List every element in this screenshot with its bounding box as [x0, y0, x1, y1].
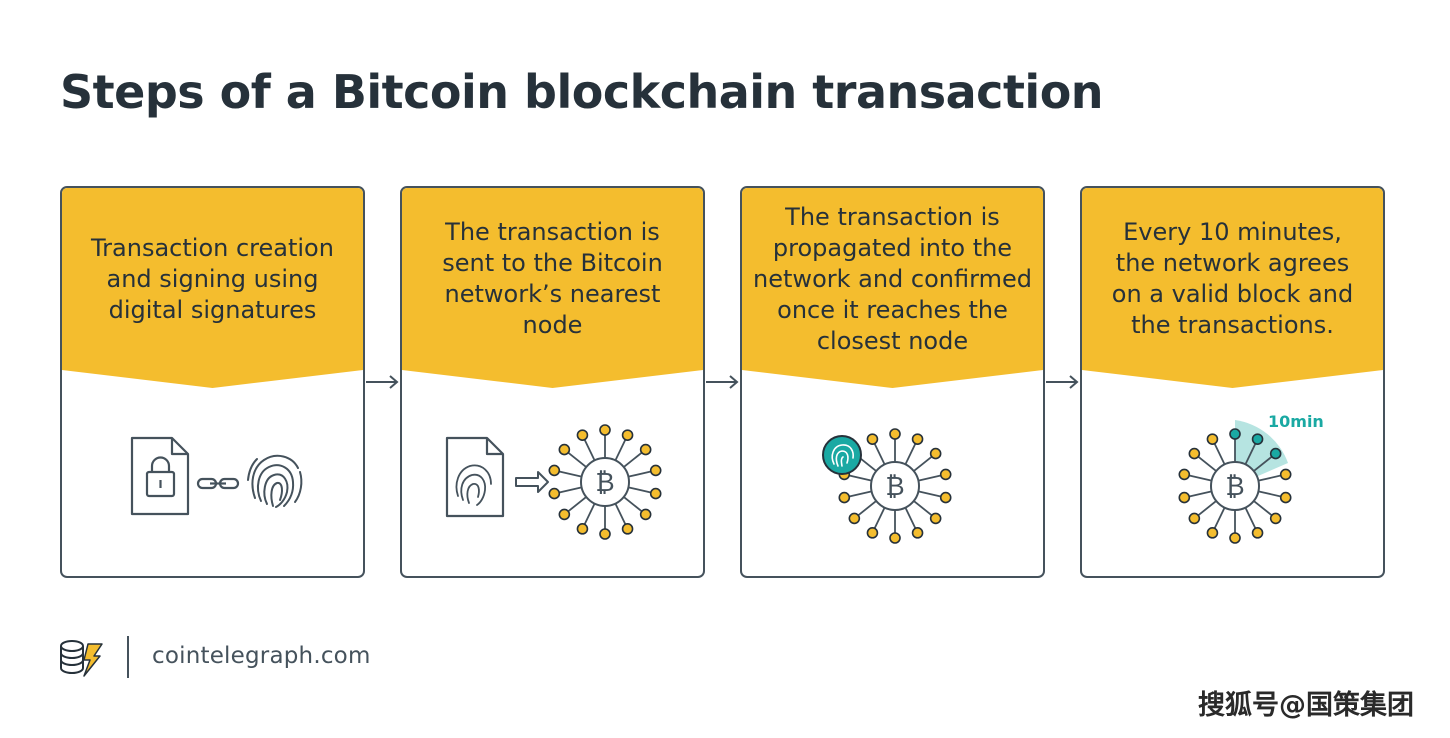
network-node — [866, 433, 879, 445]
bitcoin-hub — [1210, 461, 1260, 511]
step-1-illustration — [130, 436, 303, 516]
step-2-text: The transaction is sent to the Bitcoin n… — [442, 218, 663, 339]
network-node — [639, 508, 652, 521]
step-1-text: Transaction creation and signing using d… — [91, 233, 334, 324]
network-node — [621, 523, 634, 535]
bitcoin-hub — [870, 461, 920, 511]
chain-link-icon — [196, 477, 240, 490]
network-node — [1188, 447, 1201, 460]
right-arrow-icon — [515, 471, 549, 493]
network-node — [576, 523, 589, 535]
flow-arrow-3 — [1046, 375, 1079, 389]
watermark: 搜狐号@国策集团 — [1198, 690, 1414, 721]
fingerprint-document-icon — [445, 436, 505, 518]
step-card-2: The transaction is sent to the Bitcoin n… — [400, 186, 705, 578]
network-node — [1269, 512, 1282, 525]
network-node — [889, 532, 901, 544]
bitcoin-network-icon: ₿ — [548, 424, 662, 540]
network-node — [1251, 527, 1264, 539]
footer-site-link[interactable]: cointelegraph.com — [152, 643, 371, 669]
fingerprint-badge-icon — [822, 435, 862, 475]
fingerprint-icon — [247, 454, 303, 508]
network-node — [939, 468, 952, 481]
step-3-text: The transaction is propagated into the n… — [753, 202, 1032, 355]
network-node — [621, 429, 634, 441]
step-card-4: Every 10 minutes, the network agrees on … — [1080, 186, 1385, 578]
network-node — [929, 447, 942, 460]
network-node — [889, 428, 901, 440]
network-node — [599, 528, 611, 540]
step-card-3: The transaction is propagated into the n… — [740, 186, 1045, 578]
step-2-illustration: ₿ — [445, 424, 662, 540]
network-node — [1279, 468, 1292, 481]
network-node — [1206, 433, 1219, 445]
network-node — [866, 527, 879, 539]
bitcoin-symbol-icon: ₿ — [595, 468, 614, 498]
network-node — [1178, 491, 1191, 504]
network-node — [1251, 433, 1264, 445]
bitcoin-symbol-icon: ₿ — [1225, 472, 1244, 502]
step-4-text: Every 10 minutes, the network agrees on … — [1111, 218, 1354, 339]
step-4-illustration: ₿ 10min — [1178, 412, 1324, 544]
network-node — [1229, 532, 1241, 544]
bitcoin-hub — [580, 457, 630, 507]
bitcoin-network-icon: ₿ — [838, 428, 952, 544]
network-node — [639, 443, 652, 456]
network-node — [939, 491, 952, 504]
network-node — [911, 527, 924, 539]
network-node — [548, 464, 561, 477]
network-node — [929, 512, 942, 525]
step-4-header: Every 10 minutes, the network agrees on … — [1082, 188, 1383, 388]
locked-document-icon — [130, 436, 190, 516]
network-node — [838, 491, 851, 504]
flow-arrow-2 — [706, 375, 739, 389]
network-node — [1279, 491, 1292, 504]
network-node — [548, 487, 561, 500]
network-node — [649, 487, 662, 500]
step-3-header: The transaction is propagated into the n… — [742, 188, 1043, 388]
step-2-header: The transaction is sent to the Bitcoin n… — [402, 188, 703, 388]
bitcoin-symbol-icon: ₿ — [885, 472, 904, 502]
timer-label: 10min — [1268, 412, 1324, 431]
network-node — [558, 508, 571, 521]
network-node — [1269, 447, 1282, 460]
network-node — [1188, 512, 1201, 525]
network-node — [1229, 428, 1241, 440]
footer-divider — [127, 636, 129, 678]
page-title: Steps of a Bitcoin blockchain transactio… — [60, 65, 1104, 119]
network-node — [1206, 527, 1219, 539]
network-node — [911, 433, 924, 445]
flow-arrow-1 — [366, 375, 399, 389]
network-node — [848, 512, 861, 525]
cointelegraph-logo-icon — [60, 640, 103, 677]
step-card-1: Transaction creation and signing using d… — [60, 186, 365, 578]
step-1-header: Transaction creation and signing using d… — [62, 188, 363, 388]
step-3-illustration: ₿ — [822, 428, 952, 544]
bitcoin-network-icon: ₿ — [1178, 428, 1292, 544]
network-node — [1178, 468, 1191, 481]
network-node — [576, 429, 589, 441]
network-node — [649, 464, 662, 477]
network-node — [558, 443, 571, 456]
network-node — [599, 424, 611, 436]
